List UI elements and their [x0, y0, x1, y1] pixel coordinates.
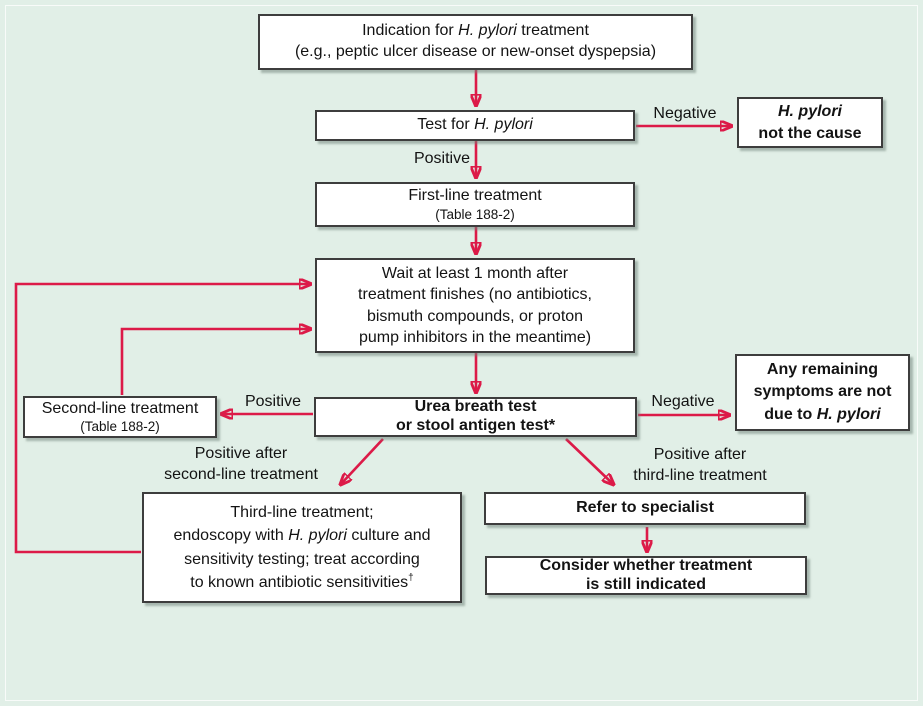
node-second-line-treatment: Second-line treatment (Table 188-2)	[23, 396, 217, 438]
node-third-line-line2: endoscopy with H. pylori culture and	[173, 527, 431, 545]
node-test-line1: Test for H. pylori	[417, 116, 533, 134]
node-consider-line1: Consider whether treatment	[539, 557, 753, 575]
node-wait-line1: Wait at least 1 month after	[381, 264, 569, 282]
edge-urea-to-refer	[565, 438, 613, 484]
node-indication-line2: (e.g., peptic ulcer disease or new-onset…	[294, 43, 657, 60]
node-hpylori-not-cause-line1: H. pylori	[777, 103, 842, 121]
node-third-line-line1: Third-line treatment;	[230, 504, 374, 522]
node-indication: Indication for H. pylori treatment (e.g.…	[258, 14, 693, 70]
label-positive-after-second-line: Positive after second-line treatment	[164, 445, 318, 483]
node-consider-treatment: Consider whether treatment is still indi…	[485, 556, 807, 595]
label-positive-top: Positive	[413, 150, 470, 167]
node-refer-to-specialist: Refer to specialist	[484, 492, 806, 525]
node-any-remaining-symptoms: Any remaining symptoms are not due to H.…	[735, 354, 910, 431]
node-urea-line1: Urea breath test	[414, 398, 537, 416]
edge-urea-to-thirdline	[341, 438, 384, 484]
node-hpylori-not-cause-line2: not the cause	[758, 124, 862, 142]
node-third-line-treatment: Third-line treatment; endoscopy with H. …	[142, 492, 462, 603]
label-positive-mid: Positive	[244, 393, 302, 410]
node-first-line-treatment: First-line treatment (Table 188-2)	[315, 182, 635, 227]
node-refer-label: Refer to specialist	[576, 499, 714, 517]
label-negative-mid: Negative	[651, 393, 715, 410]
node-urea-line2: or stool antigen test*	[395, 417, 556, 434]
node-wait-line4: pump inhibitors in the meantime)	[358, 328, 592, 346]
node-second-line-title: Second-line treatment	[41, 399, 199, 417]
node-test: Test for H. pylori	[315, 110, 635, 141]
node-second-line-subtitle: (Table 188-2)	[80, 419, 160, 435]
label-positive-after-third-line: Positive after third-line treatment	[633, 446, 767, 484]
node-any-remaining-line3: due to H. pylori	[764, 405, 881, 423]
node-first-line-title: First-line treatment	[408, 187, 542, 204]
node-wait-line2: treatment finishes (no antibiotics,	[358, 286, 592, 304]
node-any-remaining-line2: symptoms are not	[753, 383, 892, 401]
node-indication-line1: Indication for H. pylori treatment	[362, 22, 589, 40]
node-consider-line2: is still indicated	[585, 575, 707, 593]
node-urea-breath-test: Urea breath test or stool antigen test*	[314, 397, 637, 437]
node-first-line-subtitle: (Table 188-2)	[435, 206, 515, 222]
node-wait: Wait at least 1 month after treatment fi…	[315, 258, 635, 353]
node-third-line-line3: sensitivity testing; treat according	[184, 550, 420, 568]
node-hpylori-not-cause: H. pylori not the cause	[737, 97, 883, 148]
edge-thirdline-loop-to-wait	[14, 284, 310, 554]
node-any-remaining-line1: Any remaining	[766, 360, 879, 378]
edge-secondline-loop-to-wait	[120, 329, 310, 395]
node-third-line-line4: to known antibiotic sensitivities†	[190, 572, 414, 591]
node-wait-line3: bismuth compounds, or proton	[366, 307, 584, 325]
label-negative-top: Negative	[653, 105, 717, 122]
